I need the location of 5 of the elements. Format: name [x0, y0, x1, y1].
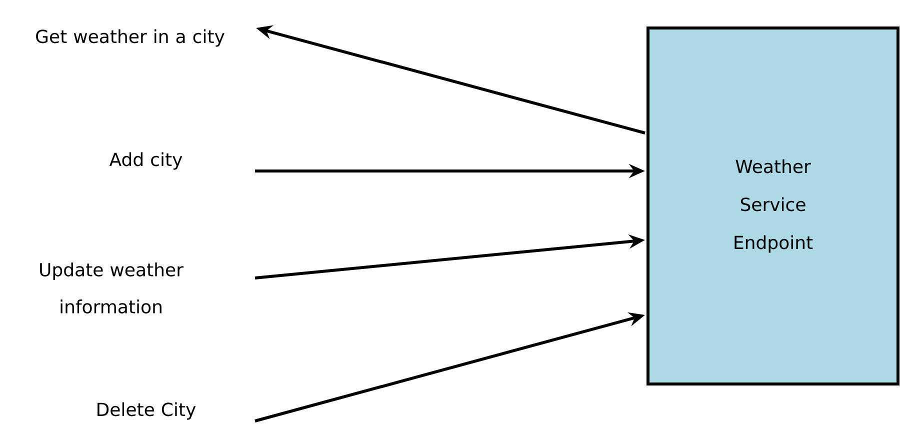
action-label: Get weather in a city [36, 29, 224, 47]
action-label: Update weather information [40, 262, 184, 314]
endpoint-box: Weather Service Endpoint [646, 26, 900, 386]
action-label: Add city [109, 152, 182, 170]
action-label: Delete City [98, 402, 196, 420]
